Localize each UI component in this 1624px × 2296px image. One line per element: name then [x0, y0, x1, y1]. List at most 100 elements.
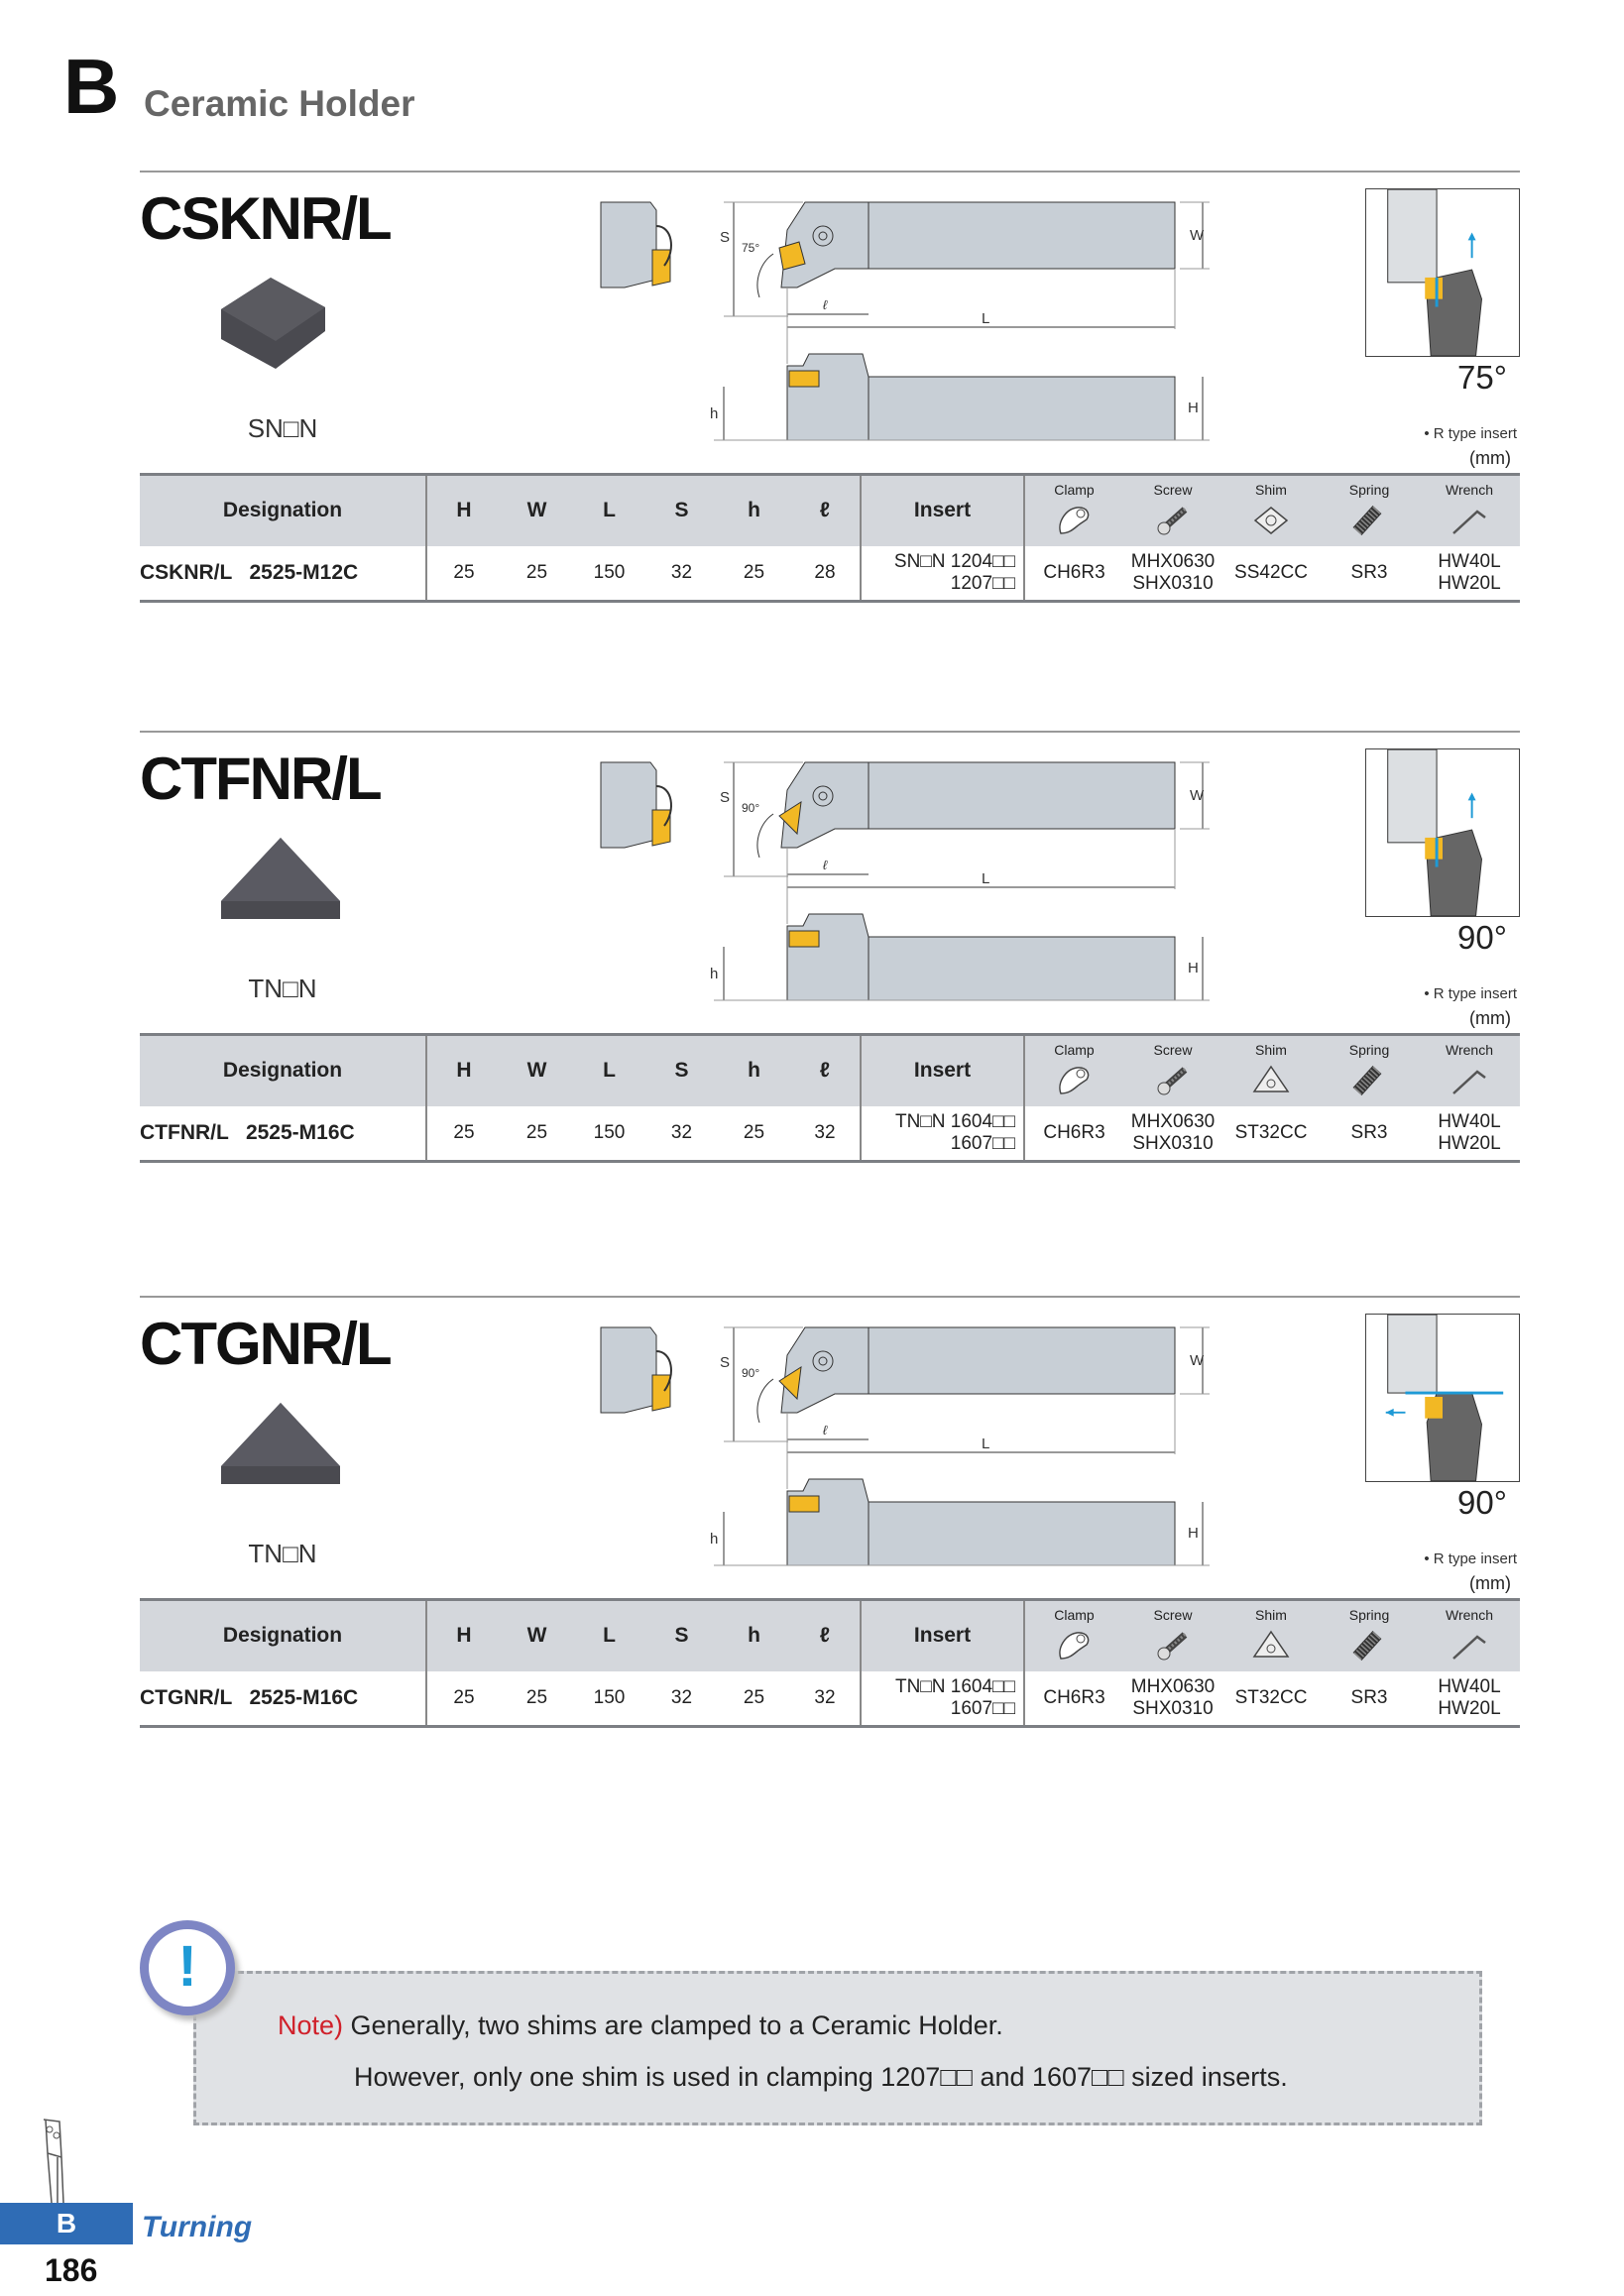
col-l: ℓ	[790, 1033, 861, 1106]
dim-L-label: L	[982, 870, 989, 887]
unit-label: (mm)	[1469, 1573, 1511, 1593]
col-screw-label: Screw	[1153, 1042, 1193, 1058]
model-name: CTGNR/L	[140, 1311, 393, 1377]
col-designation: Designation	[140, 1033, 426, 1106]
application-illustration	[1365, 1314, 1520, 1482]
insert-1: TN□N 1604□□	[894, 1675, 1015, 1697]
unit-label: (mm)	[1469, 1008, 1511, 1028]
dim-S-label: S	[720, 1354, 730, 1371]
shim-icon	[1252, 1065, 1290, 1092]
cell-clamp: CH6R3	[1023, 545, 1123, 603]
triangle-insert-image	[221, 838, 340, 919]
cell-S: 32	[645, 545, 718, 603]
cell-clamp: CH6R3	[1023, 1670, 1123, 1728]
col-clamp-label: Clamp	[1054, 1042, 1095, 1058]
col-spring: Spring	[1320, 473, 1419, 546]
chapter-tab[interactable]: B	[0, 2203, 133, 2244]
application-illustration	[1365, 188, 1520, 357]
cell-spring: SR3	[1320, 1670, 1419, 1728]
wrench-icon	[1452, 1635, 1486, 1660]
section-divider	[140, 171, 1520, 172]
screw-icon	[1157, 1631, 1188, 1661]
cell-clamp: CH6R3	[1023, 1105, 1123, 1163]
col-shim-label: Shim	[1255, 1607, 1287, 1623]
col-shim: Shim	[1222, 1033, 1320, 1106]
col-clamp-label: Clamp	[1054, 1607, 1095, 1623]
cell-designation[interactable]: CTFNR/L 2525-M16C	[140, 1105, 426, 1163]
screw-icon	[1157, 506, 1188, 535]
unit-label: (mm)	[1469, 448, 1511, 468]
approach-angle: 75°	[1457, 359, 1507, 396]
screw-1: MHX0630	[1130, 1110, 1216, 1132]
shim-icon	[1252, 1630, 1290, 1658]
spring-icon	[1352, 505, 1382, 536]
cell-H: 25	[425, 1105, 501, 1163]
insert-2: 1207□□	[950, 572, 1015, 594]
col-l: ℓ	[790, 473, 861, 546]
col-W: W	[501, 473, 573, 546]
col-insert: Insert	[860, 473, 1024, 546]
cell-spring: SR3	[1320, 545, 1419, 603]
col-clamp: Clamp	[1023, 1033, 1123, 1106]
cell-S: 32	[645, 1670, 718, 1728]
shim-icon	[1253, 507, 1289, 534]
end-view	[600, 761, 672, 849]
turning-tool-icon	[43, 2119, 64, 2203]
cell-shim: SS42CC	[1222, 545, 1320, 603]
col-shim: Shim	[1222, 473, 1320, 546]
triangle-insert-image	[221, 1403, 340, 1484]
dim-l-label: ℓ	[823, 1423, 828, 1437]
screw-2: SHX0310	[1132, 1697, 1214, 1719]
dim-l-label: ℓ	[823, 858, 828, 872]
col-wrench-label: Wrench	[1446, 1607, 1493, 1623]
section-name: Turning	[142, 2211, 253, 2243]
col-insert: Insert	[860, 1033, 1024, 1106]
dim-H-label: H	[1188, 1525, 1199, 1542]
col-shim: Shim	[1222, 1598, 1320, 1671]
col-H: H	[425, 1033, 501, 1106]
note-line-1: Note) Generally, two shims are clamped t…	[278, 2010, 1003, 2041]
col-S: S	[645, 1033, 718, 1106]
spring-icon	[1352, 1630, 1382, 1662]
wrench-2: HW20L	[1438, 572, 1501, 594]
dim-L-label: L	[982, 1435, 989, 1452]
approach-angle-label: 75°	[742, 241, 759, 255]
wrench-1: HW40L	[1438, 1675, 1501, 1697]
col-spring-label: Spring	[1348, 1042, 1390, 1058]
dim-h-label: h	[710, 405, 718, 422]
col-screw: Screw	[1123, 1598, 1222, 1671]
r-type-note: • R type insert	[1424, 425, 1517, 442]
wrench-2: HW20L	[1438, 1132, 1501, 1154]
col-designation: Designation	[140, 473, 426, 546]
col-W: W	[501, 1033, 573, 1106]
cell-h: 25	[718, 545, 790, 603]
insert-1: TN□N 1604□□	[894, 1110, 1015, 1132]
page-title: Ceramic Holder	[144, 83, 415, 124]
cell-designation[interactable]: CSKNR/L 2525-M12C	[140, 545, 426, 603]
square-insert-image	[221, 278, 325, 369]
col-L: L	[573, 1598, 645, 1671]
r-type-note: • R type insert	[1424, 985, 1517, 1002]
model-name: CTFNR/L	[140, 746, 383, 812]
approach-angle-label: 90°	[742, 801, 759, 815]
cell-L: 150	[573, 1670, 645, 1728]
cell-L: 150	[573, 1105, 645, 1163]
col-wrench: Wrench	[1419, 1598, 1520, 1671]
col-insert: Insert	[860, 1598, 1024, 1671]
col-screw: Screw	[1123, 473, 1222, 546]
dim-L-label: L	[982, 310, 989, 327]
col-S: S	[645, 473, 718, 546]
screw-icon	[1157, 1066, 1188, 1095]
cell-l: 28	[790, 545, 861, 603]
cell-designation[interactable]: CTGNR/L 2525-M16C	[140, 1670, 426, 1728]
col-spring: Spring	[1320, 1033, 1419, 1106]
